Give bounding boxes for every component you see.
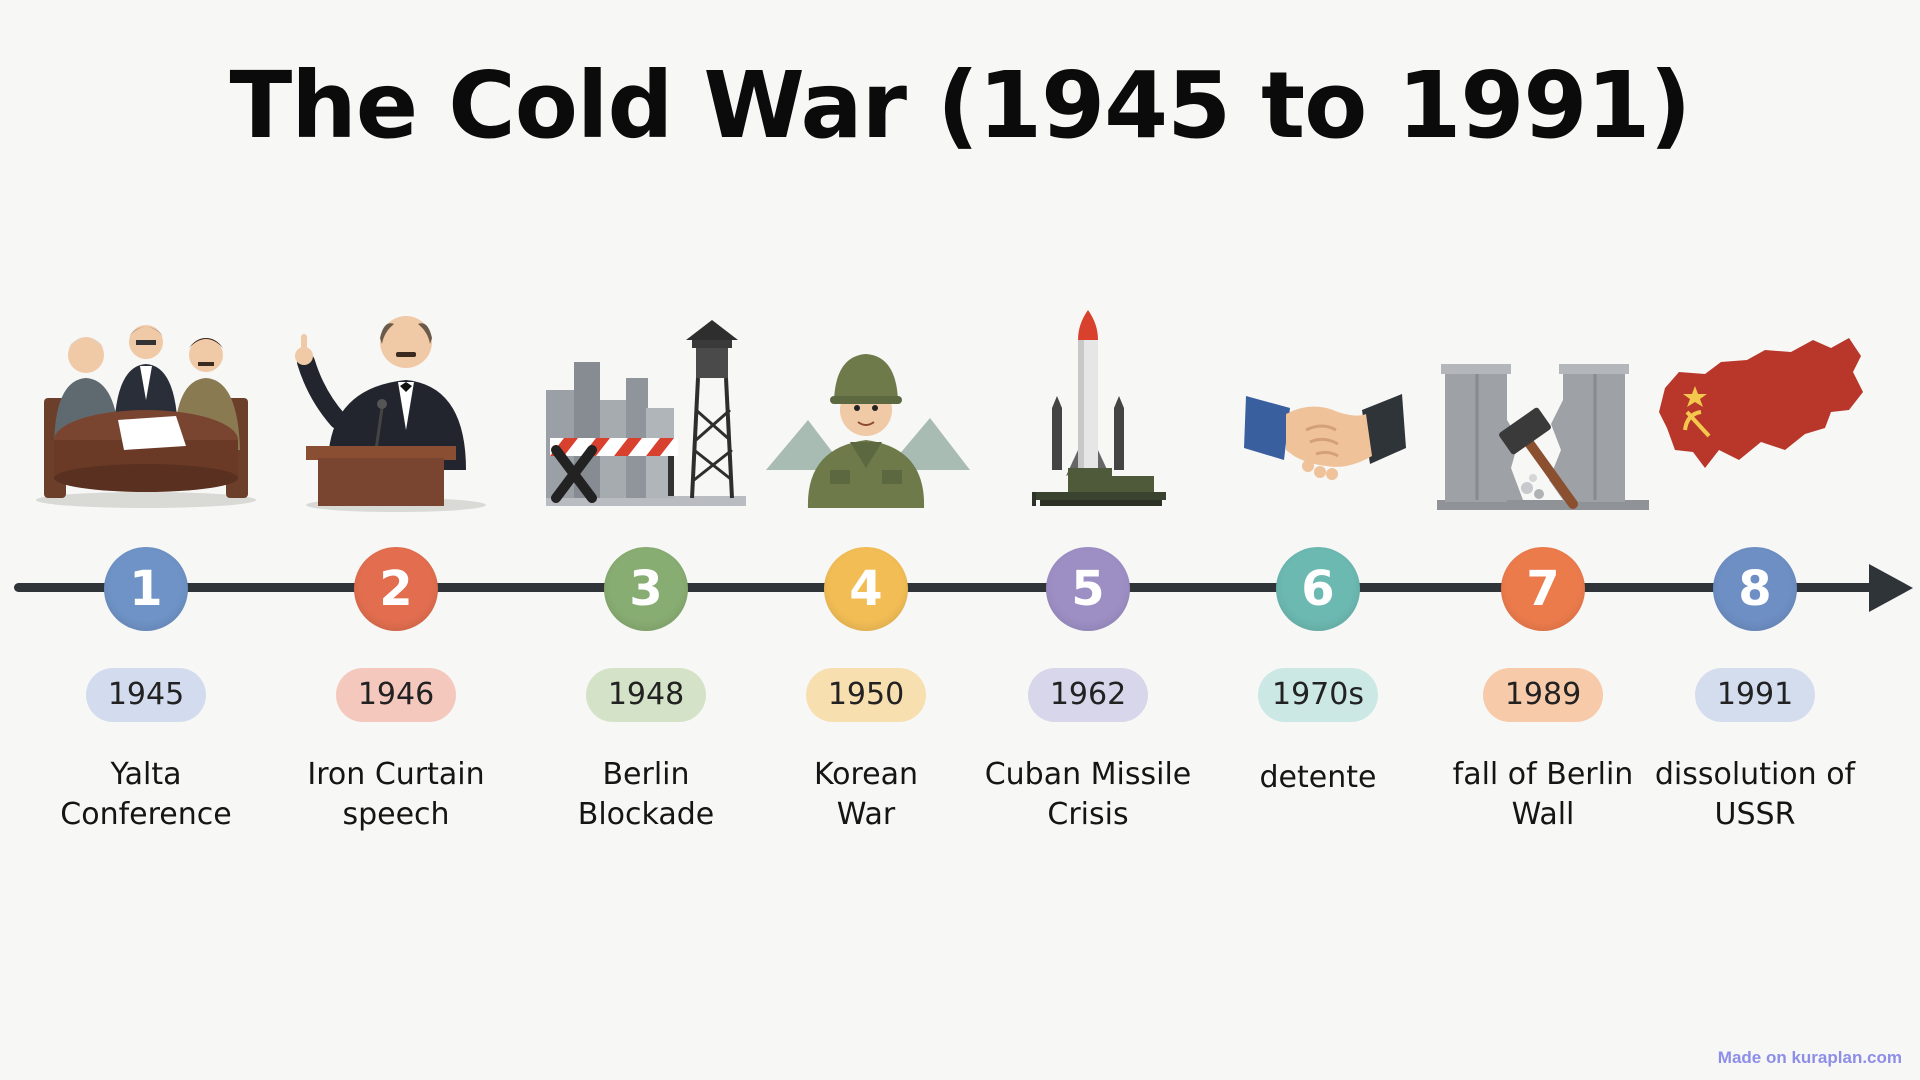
page-title: The Cold War (1945 to 1991) <box>229 52 1692 159</box>
event-number-badge: 6 <box>1276 547 1360 631</box>
event-label-line: War <box>836 797 896 832</box>
event-label-line: dissolution of <box>1654 757 1856 792</box>
event-label-line: Blockade <box>577 797 715 832</box>
timeline-axis <box>14 583 1874 592</box>
speaker-podium-icon <box>276 300 516 515</box>
ussr-map-icon <box>1635 300 1875 515</box>
event-label: fall of Berlin Wall <box>1403 755 1683 835</box>
event-label-line: fall of Berlin <box>1452 757 1634 792</box>
timeline-event-3: 3 1948 Berlin Blockade <box>506 0 786 1080</box>
missile-icon <box>968 300 1208 515</box>
event-number-badge: 7 <box>1501 547 1585 631</box>
event-label-line: Cuban Missile <box>984 757 1192 792</box>
timeline-event-4: 4 1950 Korean War <box>726 0 1006 1080</box>
event-number-badge: 2 <box>354 547 438 631</box>
event-label: Korean War <box>726 755 1006 835</box>
event-number-badge: 1 <box>104 547 188 631</box>
event-number-badge: 3 <box>604 547 688 631</box>
event-label: detente <box>1178 758 1458 798</box>
timeline-event-2: 2 1946 Iron Curtain speech <box>256 0 536 1080</box>
event-year-badge: 1946 <box>336 668 456 722</box>
timeline-event-5: 5 1962 Cuban Missile Crisis <box>948 0 1228 1080</box>
timeline-event-8: 8 1991 dissolution of USSR <box>1615 0 1895 1080</box>
event-label-line: Crisis <box>1047 797 1129 832</box>
event-label-line: Iron Curtain <box>307 757 485 792</box>
event-label: Yalta Conference <box>6 755 286 835</box>
event-label-line: detente <box>1259 760 1377 795</box>
event-label-line: Korean <box>813 757 919 792</box>
event-label: dissolution of USSR <box>1615 755 1895 835</box>
event-label: Berlin Blockade <box>506 755 786 835</box>
event-year-badge: 1945 <box>86 668 206 722</box>
event-year-badge: 1948 <box>586 668 706 722</box>
event-year-badge: 1962 <box>1028 668 1148 722</box>
event-label-line: USSR <box>1714 797 1796 832</box>
event-label-line: Yalta <box>110 757 182 792</box>
event-number-badge: 4 <box>824 547 908 631</box>
broken-wall-hammer-icon <box>1423 300 1663 515</box>
timeline-event-7: 7 1989 fall of Berlin Wall <box>1403 0 1683 1080</box>
handshake-icon <box>1198 300 1438 515</box>
footer-credit: Made on kuraplan.com <box>1717 1048 1902 1067</box>
yalta-conference-icon <box>26 300 266 515</box>
timeline-event-1: 1 1945 Yalta Conference <box>6 0 286 1080</box>
event-year-badge: 1991 <box>1695 668 1815 722</box>
event-number-badge: 8 <box>1713 547 1797 631</box>
event-label-line: Berlin <box>602 757 690 792</box>
timeline-arrow-head <box>1869 564 1913 612</box>
event-label: Iron Curtain speech <box>256 755 536 835</box>
event-label: Cuban Missile Crisis <box>948 755 1228 835</box>
blockade-barrier-icon <box>526 300 766 515</box>
timeline-event-6: 6 1970s detente <box>1178 0 1458 1080</box>
event-year-badge: 1970s <box>1258 668 1378 722</box>
event-number-badge: 5 <box>1046 547 1130 631</box>
event-label-line: speech <box>342 797 450 832</box>
event-label-line: Wall <box>1511 797 1575 832</box>
event-label-line: Conference <box>60 797 232 832</box>
event-year-badge: 1950 <box>806 668 926 722</box>
event-year-badge: 1989 <box>1483 668 1603 722</box>
soldier-icon <box>746 300 986 515</box>
